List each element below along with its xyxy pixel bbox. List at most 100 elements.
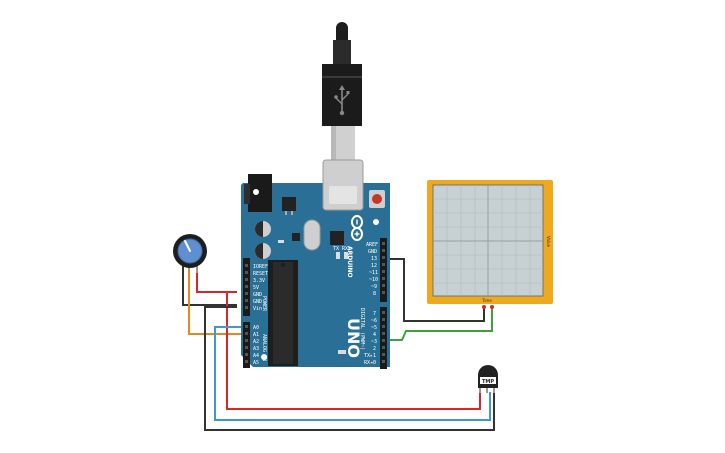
pin-d13[interactable]: [382, 256, 385, 259]
wire-blue-sensor[interactable]: [214, 326, 491, 421]
led-tx-label: TX: [333, 246, 339, 252]
pin-d10[interactable]: [382, 277, 385, 280]
pin-label-d7: 7: [373, 311, 376, 317]
serial-plotter[interactable]: Time Value: [427, 180, 553, 309]
pin-label-d13: 13: [371, 256, 377, 262]
wire-black-pot[interactable]: [182, 265, 237, 306]
plotter-value-label: Value: [546, 236, 551, 248]
mounting-hole: [373, 219, 379, 225]
pin-label-d12: 12: [371, 263, 377, 269]
pin-a2[interactable]: [245, 339, 248, 342]
sensor-leg: [493, 384, 495, 393]
pin-d8[interactable]: [382, 291, 385, 294]
pin-label-gnd-digital: GND: [368, 249, 377, 255]
wire-red-pot[interactable]: [196, 272, 237, 293]
pin-label-a0: A0: [253, 325, 259, 331]
mounting-hole: [253, 189, 259, 195]
pin-label-d1: TX▸1: [364, 353, 376, 359]
potentiometer[interactable]: [173, 234, 207, 273]
digital-pins-bottom: [382, 311, 385, 363]
pin-ioref[interactable]: [245, 264, 248, 267]
pin-d7[interactable]: [382, 311, 385, 314]
led-tx: [336, 252, 340, 259]
usb-icon: [334, 85, 350, 116]
arduino-logo-text: ARDUINO: [346, 246, 353, 277]
pin-d4[interactable]: [382, 332, 385, 335]
pin-label-d9: ~9: [371, 284, 377, 290]
pin-label-d6: ~6: [371, 318, 377, 324]
pin-reset[interactable]: [245, 271, 248, 274]
pin-d2[interactable]: [382, 346, 385, 349]
wire-green-plotter[interactable]: [384, 308, 493, 341]
pin-label-a1: A1: [253, 332, 259, 338]
voltage-regulator: [282, 197, 296, 211]
pin-d6[interactable]: [382, 318, 385, 321]
pin-label-gnd: GND: [253, 299, 262, 305]
pin-5v[interactable]: [245, 285, 248, 288]
dc-jack: [248, 174, 272, 212]
analog-header-label: ANALOG IN: [261, 334, 267, 361]
arduino-model: UNO: [344, 318, 363, 358]
pin-label-a4: A4: [253, 353, 259, 359]
pin-label-d11: ~11: [369, 270, 378, 276]
usb-cable-strain-relief: [333, 40, 351, 64]
reset-button-cap[interactable]: [372, 194, 382, 204]
pin-gnd[interactable]: [245, 292, 248, 295]
pin-a1[interactable]: [245, 332, 248, 335]
digital-header-label: DIGITAL (PWM~): [359, 308, 365, 350]
temperature-sensor[interactable]: TMP: [478, 365, 498, 393]
dc-jack-front: [244, 184, 250, 204]
digital-header-bottom: [380, 307, 387, 369]
digital-pins-top: [382, 242, 385, 294]
pin-label-a2: A2: [253, 339, 259, 345]
pin-label-3v3: 3.3V: [253, 278, 265, 284]
usb-plug-band: [322, 76, 362, 78]
pin-d11[interactable]: [382, 270, 385, 273]
analog-header: [243, 322, 250, 368]
usb-jack-inner: [329, 186, 357, 204]
pin-a5[interactable]: [245, 360, 248, 363]
pin-label-d4: 4: [373, 332, 376, 338]
chip-notch: [281, 263, 285, 267]
wire-red-sensor[interactable]: [226, 291, 481, 410]
pin-gnd[interactable]: [245, 299, 248, 302]
knob-indicator: [184, 240, 191, 252]
wire-black-plotter[interactable]: [384, 258, 485, 322]
pin-d1[interactable]: [382, 353, 385, 356]
plotter-pin-signal[interactable]: [490, 305, 494, 309]
pin-label-d0: RX◂0: [364, 360, 376, 366]
pin-3v3[interactable]: [245, 278, 248, 281]
sensor-leg: [479, 384, 481, 393]
pin-label-d8: 8: [373, 291, 376, 297]
crystal: [303, 219, 321, 251]
pin-d0[interactable]: [382, 360, 385, 363]
pin-d12[interactable]: [382, 263, 385, 266]
usb-cable[interactable]: [322, 22, 362, 160]
pin-gnd-digital[interactable]: [382, 249, 385, 252]
pin-label-vin: Vin: [253, 306, 262, 312]
pin-aref[interactable]: [382, 242, 385, 245]
pin-a0[interactable]: [245, 325, 248, 328]
small-chip: [292, 233, 300, 241]
arduino-uno-board[interactable]: TX RX ARDUINO UNO POWER ANALOG IN DIGITA…: [241, 159, 390, 375]
microcontroller-chip: [273, 262, 293, 364]
pin-d3[interactable]: [382, 339, 385, 342]
pin-a3[interactable]: [245, 346, 248, 349]
led-rx: [344, 252, 348, 259]
wire-orange-pot[interactable]: [188, 268, 244, 335]
led-rx-label: RX: [342, 246, 348, 252]
pin-vin[interactable]: [245, 306, 248, 309]
pin-d9[interactable]: [382, 284, 385, 287]
pin-label-a5: A5: [253, 360, 259, 366]
pin-a4[interactable]: [245, 353, 248, 356]
pin-d5[interactable]: [382, 325, 385, 328]
pin-label-d10: ~10: [369, 277, 378, 283]
plotter-pin-ground[interactable]: [482, 305, 486, 309]
pin-label-gnd: GND: [253, 292, 262, 298]
pin-label-reset: RESET: [253, 271, 268, 277]
regulator-leg: [285, 211, 287, 215]
led-l: [278, 240, 284, 243]
wire-black-sensor[interactable]: [204, 306, 495, 431]
power-header-label: POWER: [261, 296, 267, 312]
